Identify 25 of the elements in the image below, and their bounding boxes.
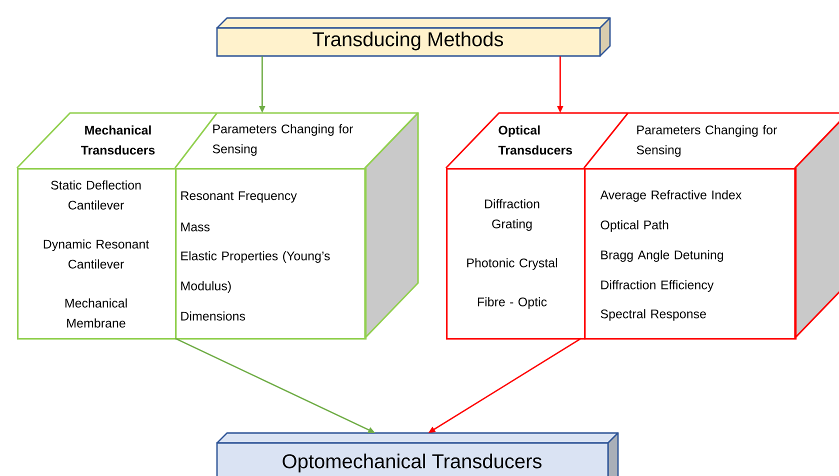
- item-text: Dimensions: [181, 311, 246, 321]
- item-text: Fibre - Optic: [478, 297, 547, 309]
- title-text: Transducing Methods: [312, 32, 504, 50]
- item-text: Photonic Crystal: [467, 258, 557, 270]
- title-text: Optomechanical Transducers: [282, 454, 542, 472]
- item-text: Resonant Frequency: [181, 191, 297, 203]
- cube-drawing: [16, 112, 419, 339]
- item-text: Bragg Angle Detuning: [601, 250, 724, 262]
- heading-text: Parameters Changing for Sensing: [636, 125, 777, 157]
- item-text: Dynamic Resonant Cantilever: [44, 239, 150, 269]
- title-box: [216, 432, 619, 476]
- item-text: Static Deflection Cantilever: [51, 180, 141, 210]
- item-text: Optical Path: [600, 220, 668, 232]
- item-text: Mechanical Membrane: [65, 298, 127, 328]
- item-text: Spectral Response: [600, 309, 706, 321]
- item-text: Diffraction Efficiency: [601, 280, 714, 292]
- title-box: [216, 17, 611, 57]
- item-text: Mass: [181, 222, 210, 232]
- item-text: Diffraction Grating: [485, 199, 540, 231]
- item-text: Average Refractive Index: [600, 190, 742, 202]
- heading-text: Optical Transducers: [498, 125, 572, 155]
- heading-text: Mechanical Transducers: [80, 125, 155, 155]
- cube-drawing: [445, 112, 839, 339]
- heading-text: Parameters Changing for Sensing: [212, 124, 353, 156]
- item-text: Elastic Properties (Young’s Modulus): [181, 251, 330, 293]
